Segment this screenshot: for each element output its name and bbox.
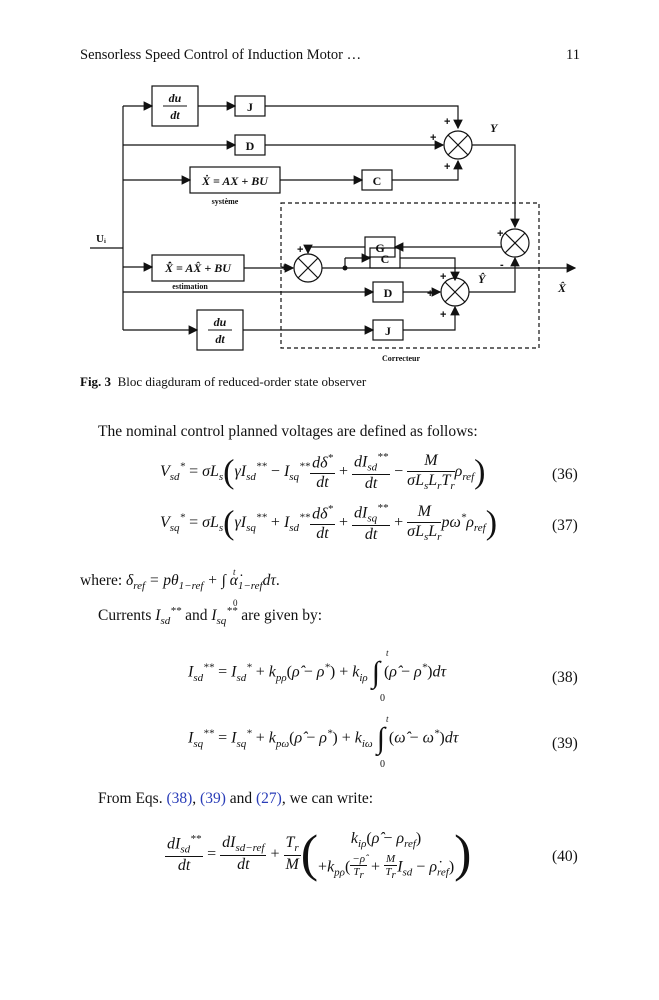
corrector-box bbox=[280, 202, 540, 349]
svg-text:+: + bbox=[440, 271, 446, 283]
svg-text:-: - bbox=[500, 259, 504, 271]
svg-text:+: + bbox=[427, 288, 433, 300]
d-label-bottom: D bbox=[384, 286, 393, 300]
equation-number-40: (40) bbox=[552, 848, 578, 865]
corrector-label: Correcteur bbox=[382, 354, 421, 363]
output-y-label: Y bbox=[490, 121, 499, 135]
estimation-equation: X̂̇ = AX̂ + BU bbox=[164, 261, 232, 275]
output-yhat-label: Ŷ bbox=[478, 272, 487, 286]
system-equation: Ẋ = AX + BU bbox=[201, 174, 269, 188]
figure-caption-text: Bloc diagduram of reduced-order state ob… bbox=[117, 374, 367, 389]
d-label-top: D bbox=[246, 139, 255, 153]
dt-label-top: dt bbox=[170, 108, 180, 122]
estimation-label: estimation bbox=[172, 282, 208, 291]
svg-text:+: + bbox=[444, 161, 450, 173]
svg-text:+: + bbox=[297, 244, 303, 256]
page-number: 11 bbox=[566, 47, 580, 63]
svg-text:+: + bbox=[430, 132, 436, 144]
ref-eq-38[interactable]: (38) bbox=[166, 790, 193, 807]
equation-36: Vsd* = σLs(γIsd** − Isq**dδ*dt + dIsd**d… bbox=[160, 451, 486, 493]
equation-number-37: (37) bbox=[552, 517, 578, 534]
j-label-top: J bbox=[247, 100, 253, 114]
where-line: where: δref = pθ1−ref + ∫ α̇1−refdτ. bbox=[80, 572, 280, 593]
output-xhat-label: X̂ bbox=[557, 281, 567, 295]
input-u-label: Uᵢ bbox=[96, 233, 106, 245]
ref-eq-27[interactable]: (27) bbox=[256, 790, 282, 807]
currents-line: Currents Isd** and Isq** are given by: bbox=[98, 605, 323, 628]
svg-text:+: + bbox=[440, 309, 446, 321]
figure-caption: Fig. 3 Bloc diagduram of reduced-order s… bbox=[80, 374, 366, 390]
c-label-top: C bbox=[373, 174, 382, 188]
dt-label-bottom: dt bbox=[215, 332, 225, 346]
c-label-bottom: C bbox=[381, 252, 390, 266]
svg-text:+: + bbox=[497, 228, 503, 240]
equation-39: Isq** = Isq* + kpω(ρ̂ − ρ*) + kiω ∫ (ω̂ … bbox=[188, 722, 459, 755]
du-label-bottom: du bbox=[214, 315, 227, 329]
intro-paragraph: The nominal control planned voltages are… bbox=[98, 423, 478, 440]
equation-number-38: (38) bbox=[552, 669, 578, 686]
equation-number-36: (36) bbox=[552, 466, 578, 483]
equation-37: Vsq* = σLs(γIsq** + Isd**dδ*dt + dIsq**d… bbox=[160, 502, 498, 544]
figure-caption-label: Fig. 3 bbox=[80, 374, 112, 389]
j-label-bottom: J bbox=[385, 324, 391, 338]
block-diagram: du dt J D Ẋ = AX + BU système C Y G X̂̇ … bbox=[90, 85, 577, 363]
from-eqs-line: From Eqs. (38), (39) and (27), we can wr… bbox=[98, 790, 374, 807]
du-label-top: du bbox=[169, 91, 182, 105]
ref-eq-39[interactable]: (39) bbox=[200, 790, 226, 807]
running-title: Sensorless Speed Control of Induction Mo… bbox=[80, 47, 362, 63]
system-label: système bbox=[212, 197, 239, 206]
svg-text:+: + bbox=[281, 262, 287, 274]
equation-38: Isd** = Isd* + kpρ(ρ̂ − ρ*) + kiρ ∫ (ρ̂ … bbox=[188, 656, 447, 689]
equation-number-39: (39) bbox=[552, 735, 578, 752]
g-label: G bbox=[375, 241, 384, 255]
svg-text:+: + bbox=[444, 116, 450, 128]
